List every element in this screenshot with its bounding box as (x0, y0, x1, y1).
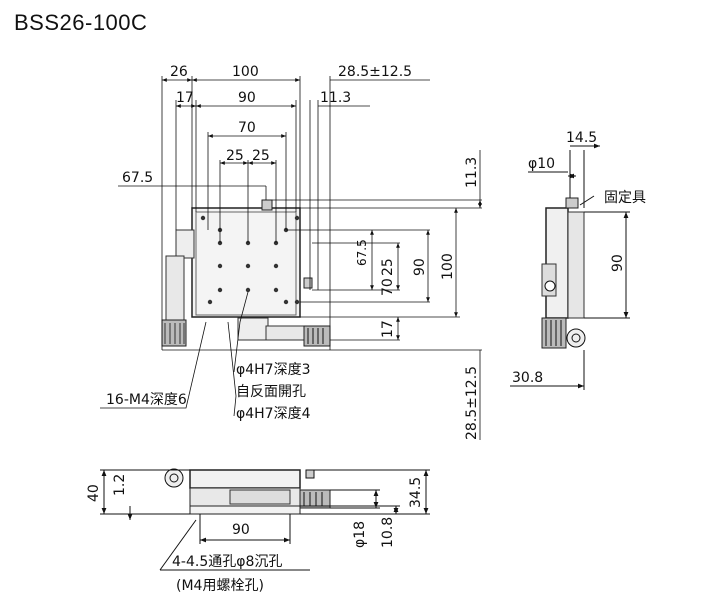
dim-90-right: 90 (412, 258, 428, 276)
right-clamp (303, 277, 313, 289)
front-view (100, 468, 430, 571)
dim-100: 100 (232, 64, 259, 80)
dim-40: 40 (86, 484, 102, 502)
note-tapped-holes: 16-M4深度6 (106, 392, 187, 408)
side-micrometer-hole (544, 280, 556, 292)
dim-28-5-right: 28.5±12.5 (464, 366, 480, 440)
note-through-holes: 4-4.5通孔φ8沉孔 (172, 554, 282, 570)
dim-90-top: 90 (238, 90, 256, 106)
side-view (510, 143, 630, 390)
tapped-holes (200, 215, 300, 305)
dim-25b: 25 (252, 148, 270, 164)
dim-phi18: φ18 (352, 521, 368, 548)
label-fixture: 固定具 (604, 190, 646, 206)
dim-90-front: 90 (232, 522, 250, 538)
top-view-dimensions (100, 76, 482, 440)
left-micrometer-barrel (165, 255, 185, 321)
fixture-clamp (261, 199, 273, 211)
dim-14-5: 14.5 (566, 130, 597, 146)
side-fixture (565, 197, 579, 209)
dim-30-8: 30.8 (512, 370, 543, 386)
dim-11-3-right: 11.3 (464, 157, 480, 188)
front-top-plate (189, 469, 301, 489)
dim-67-5-right: 67.5 (355, 239, 369, 266)
dim-90-side: 90 (610, 254, 626, 272)
drawing-title: BSS26-100C (14, 10, 148, 35)
dim-70-right: 70 (380, 278, 396, 296)
side-knob-end (566, 328, 586, 348)
dim-17-top: 17 (176, 90, 194, 106)
dim-25-right: 25 (380, 258, 396, 276)
stage-top-plate (195, 211, 297, 316)
side-top-plate (567, 211, 585, 319)
dim-phi10: φ10 (528, 156, 555, 172)
dim-1-2: 1.2 (112, 474, 128, 496)
note-pin-top: φ4H7深度3 (236, 362, 310, 378)
dim-100-right: 100 (440, 253, 456, 280)
front-micrometer-barrel (229, 489, 291, 505)
dim-67-5-left: 67.5 (122, 170, 153, 186)
dim-70-top: 70 (238, 120, 256, 136)
note-back-hole: 自反面開孔 (236, 384, 306, 400)
dim-25a: 25 (226, 148, 244, 164)
left-micrometer-mount (175, 229, 195, 259)
left-micrometer-knob (161, 319, 187, 347)
bottom-micrometer-barrel (265, 325, 307, 341)
front-left-knob (164, 468, 184, 488)
dim-34-5: 34.5 (408, 477, 424, 508)
dim-28-5-top: 28.5±12.5 (338, 64, 412, 80)
top-view (161, 199, 331, 347)
side-body (545, 207, 569, 319)
dim-17-right: 17 (380, 320, 396, 338)
front-base (189, 505, 301, 515)
bottom-micrometer-mount (237, 317, 269, 341)
dim-26: 26 (170, 64, 188, 80)
note-bolt-holes: (M4用螺栓孔) (176, 578, 264, 594)
dim-11-3-top: 11.3 (320, 90, 351, 106)
note-pin-back: φ4H7深度4 (236, 406, 311, 422)
dim-10-8: 10.8 (380, 517, 396, 548)
